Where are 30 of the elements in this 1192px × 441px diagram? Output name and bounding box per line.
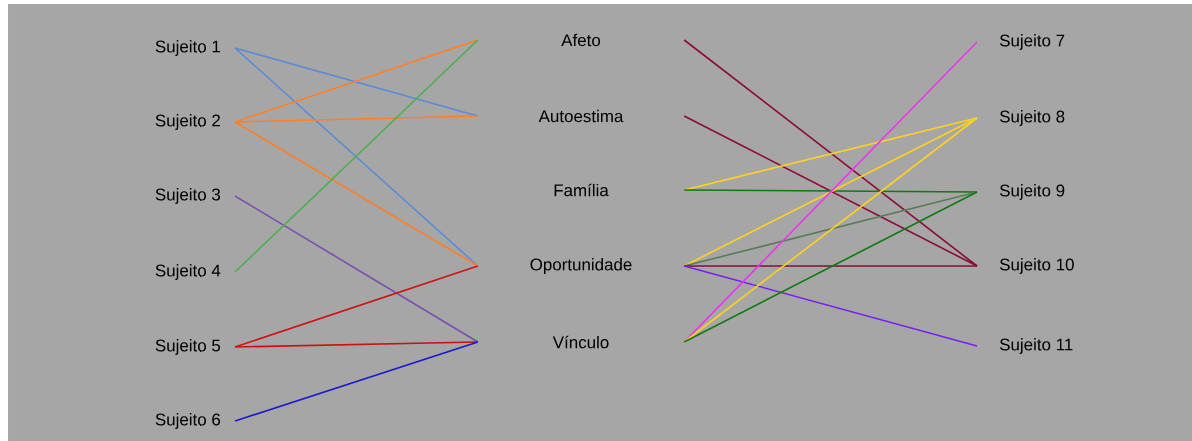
connecting-line	[683, 191, 978, 343]
connecting-line	[234, 341, 479, 348]
subject-label: Sujeito 10	[999, 258, 1074, 274]
connecting-line	[683, 39, 978, 267]
subject-label: Sujeito 1	[155, 40, 220, 56]
connecting-line	[234, 39, 479, 123]
subject-label: Sujeito 6	[155, 413, 221, 429]
category-label: Família	[554, 183, 609, 197]
connecting-line	[234, 121, 479, 267]
subject-label: Sujeito 11	[999, 338, 1073, 354]
category-label: Vínculo	[552, 335, 609, 349]
category-label: Autoestima	[538, 109, 624, 123]
subject-label: Sujeito 2	[155, 114, 220, 130]
subject-label: Sujeito 7	[999, 34, 1065, 50]
connecting-line	[683, 41, 978, 343]
connecting-line	[683, 189, 978, 193]
subject-label: Sujeito 5	[155, 339, 221, 355]
connecting-line	[234, 265, 479, 348]
category-label: Afeto	[561, 33, 601, 47]
category-label: Oportunidade	[530, 258, 632, 274]
subject-label: Sujeito 4	[155, 264, 221, 280]
connecting-line	[234, 195, 479, 343]
connecting-line	[683, 265, 978, 347]
subject-label: Sujeito 8	[999, 110, 1065, 126]
connecting-line	[683, 117, 978, 343]
connecting-line	[683, 265, 978, 267]
connecting-line	[234, 341, 479, 422]
connecting-line	[234, 115, 479, 123]
subject-label: Sujeito 9	[999, 184, 1065, 200]
subject-label: Sujeito 3	[155, 188, 221, 204]
